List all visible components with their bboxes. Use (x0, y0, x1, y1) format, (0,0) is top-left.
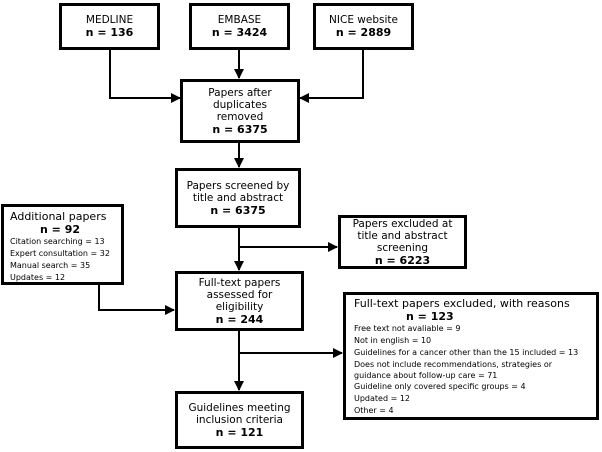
fulltext-label: Full-text papers assessed for eligibilit… (198, 276, 281, 313)
excluded-reason: Does not include recommendations, strate… (354, 360, 552, 380)
excluded-reason: Not in english = 10 (354, 336, 432, 345)
source-box-embase: EMBASE n = 3424 (189, 3, 290, 50)
source-count: n = 136 (85, 26, 134, 39)
source-label: EMBASE (217, 14, 262, 26)
additional-item: Citation searching = 13 (10, 237, 105, 246)
excluded-reason: Free text not avaliable = 9 (354, 324, 461, 333)
excluded-title-label: Papers excluded at title and abstract sc… (352, 217, 453, 254)
arrow-medline-to-duplicates (109, 50, 181, 103)
additional-title: Additional papers (10, 210, 107, 223)
after-duplicates-label: Papers after duplicates removed (208, 86, 272, 123)
screened-box: Papers screened by title and abstract n … (175, 168, 301, 228)
excluded-title-box: Papers excluded at title and abstract sc… (338, 215, 467, 269)
source-label: MEDLINE (85, 14, 134, 26)
additional-item: Updates = 12 (10, 273, 66, 282)
after-duplicates-box: Papers after duplicates removed n = 6375 (180, 79, 300, 143)
source-label: NICE website (329, 14, 398, 26)
included-box: Guidelines meeting inclusion criteria n … (175, 391, 304, 449)
excluded-fulltext-box: Full-text papers excluded, with reasons … (343, 292, 599, 420)
after-duplicates-count: n = 6375 (212, 122, 268, 136)
excluded-fulltext-title: Full-text papers excluded, with reasons (354, 297, 570, 310)
additional-count: n = 92 (40, 223, 81, 236)
screened-label: Papers screened by title and abstract (186, 179, 290, 204)
excluded-title-count: n = 6223 (374, 253, 431, 267)
source-count: n = 2889 (335, 26, 392, 39)
additional-item: Expert consultation = 32 (10, 249, 110, 258)
excluded-reason: Updated = 12 (354, 394, 411, 403)
source-box-nice: NICE website n = 2889 (313, 3, 414, 50)
arrow-additional-to-fulltext (98, 285, 175, 315)
source-count: n = 3424 (211, 26, 268, 39)
excluded-reason: Guidelines for a cancer other than the 1… (354, 348, 579, 357)
excluded-fulltext-count: n = 123 (406, 310, 454, 323)
fulltext-count: n = 244 (215, 312, 264, 326)
additional-papers-box: Additional papers n = 92 Citation search… (1, 204, 124, 285)
excluded-reason: Other = 4 (354, 406, 394, 415)
included-label: Guidelines meeting inclusion criteria (188, 401, 291, 426)
screened-count: n = 6375 (210, 203, 266, 217)
source-box-medline: MEDLINE n = 136 (59, 3, 160, 50)
included-count: n = 121 (215, 425, 264, 439)
fulltext-box: Full-text papers assessed for eligibilit… (175, 271, 304, 331)
additional-item: Manual search = 35 (10, 261, 91, 270)
excluded-reason: Guideline only covered specific groups =… (354, 382, 526, 391)
arrow-nice-to-duplicates (299, 50, 364, 103)
